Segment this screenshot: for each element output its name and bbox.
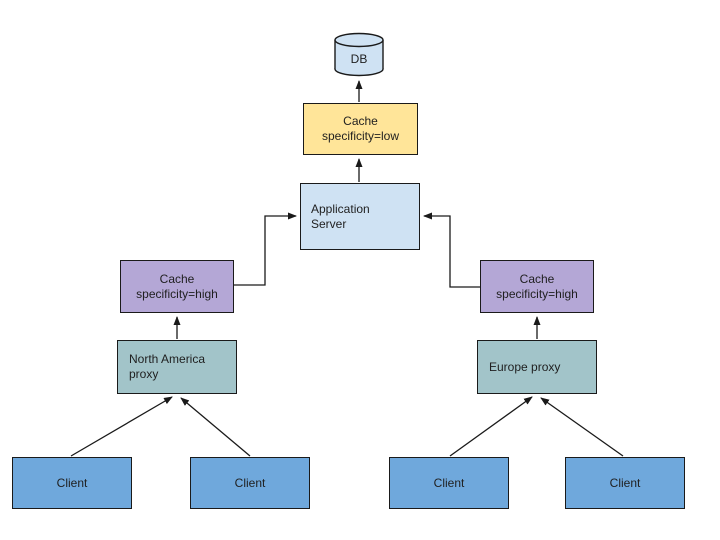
node-label: Cache specificity=high: [136, 271, 218, 301]
edge-client-3-to-europe-proxy[interactable]: [449, 396, 533, 457]
edge-client-2-to-na-proxy[interactable]: [180, 397, 251, 457]
node-client-3[interactable]: Client: [389, 457, 509, 509]
node-label: Client: [234, 475, 266, 490]
node-application-server[interactable]: Application Server: [300, 183, 420, 250]
node-db[interactable]: [334, 32, 384, 77]
node-label: Client: [433, 475, 465, 490]
db-cylinder-top: [334, 32, 384, 48]
node-label: Cache specificity=high: [496, 271, 578, 301]
edge-client-4-to-europe-proxy[interactable]: [540, 397, 624, 457]
node-label: Client: [56, 475, 88, 490]
edge-client-1-to-na-proxy[interactable]: [70, 396, 173, 457]
node-client-2[interactable]: Client: [190, 457, 310, 509]
edge-cache-high-left-to-app-server[interactable]: [234, 212, 297, 286]
node-cache-specificity-low[interactable]: Cache specificity=low: [303, 103, 418, 155]
node-north-america-proxy[interactable]: North America proxy: [117, 340, 237, 394]
node-label: Europe proxy: [489, 359, 561, 374]
node-label: Application Server: [311, 201, 370, 231]
node-label: Client: [609, 475, 641, 490]
node-label: Cache specificity=low: [321, 114, 400, 143]
node-europe-proxy[interactable]: Europe proxy: [477, 340, 597, 394]
edge-cache-high-right-to-app-server[interactable]: [423, 212, 480, 288]
node-client-1[interactable]: Client: [12, 457, 132, 509]
node-cache-specificity-high-right[interactable]: Cache specificity=high: [480, 260, 594, 313]
node-db-label: DB: [350, 52, 368, 66]
node-cache-specificity-high-left[interactable]: Cache specificity=high: [120, 260, 234, 313]
node-client-4[interactable]: Client: [565, 457, 685, 509]
node-label: North America proxy: [129, 352, 206, 381]
